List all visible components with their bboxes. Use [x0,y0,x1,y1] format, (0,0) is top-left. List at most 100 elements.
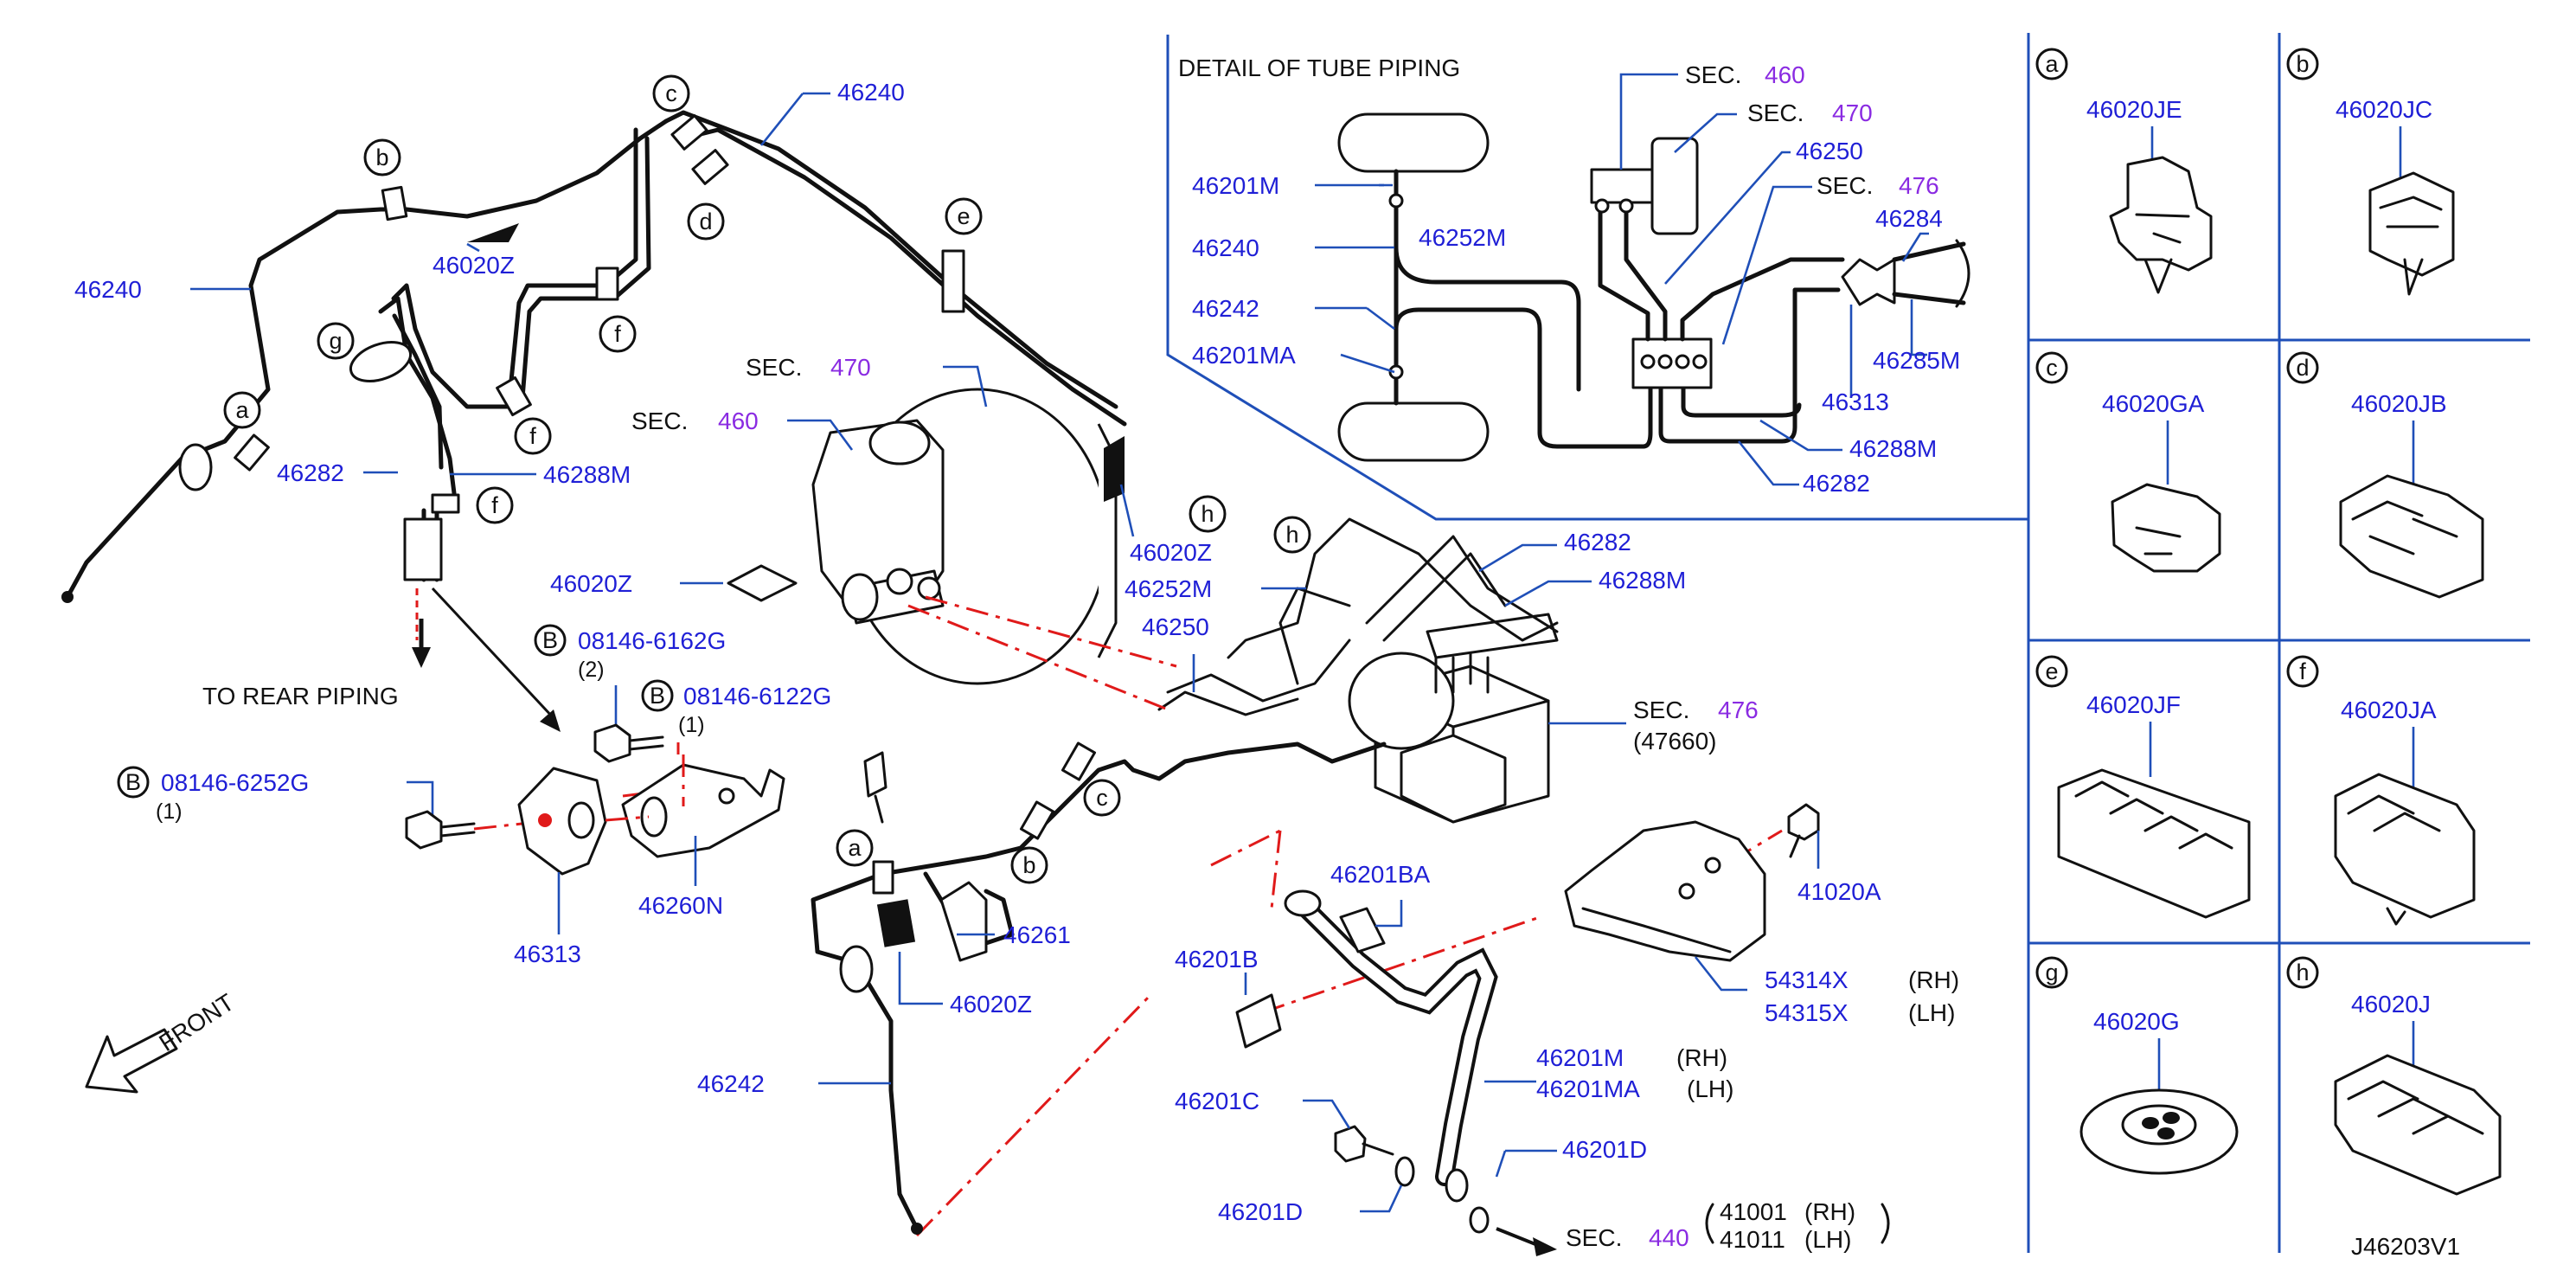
svg-text:46288M: 46288M [1849,435,1937,462]
svg-text:46020JB: 46020JB [2351,390,2447,417]
svg-text:46201BA: 46201BA [1330,861,1431,888]
svg-text:46201M: 46201M [1536,1044,1624,1071]
front-brake-hose: 46201BA 46201B 46201C 46201D 46201D 4620… [1175,861,1890,1256]
clip-46201B-icon [1235,993,1282,1049]
clip-table: a 46020JE b 46020JC c 46020GA d [2035,48,2502,1260]
svg-text:46252M: 46252M [1125,575,1212,602]
svg-text:46252M: 46252M [1419,224,1506,251]
svg-text:46240: 46240 [1192,234,1259,261]
svg-text:SEC.: SEC. [1817,172,1873,199]
svg-text:c: c [665,80,677,106]
clip-46201BA-icon [1339,907,1386,953]
svg-text:d: d [699,209,712,234]
clip-cell-b: b 46020JC [2286,48,2455,296]
detail-title: DETAIL OF TUBE PIPING [1178,55,1460,81]
bolt-41020A-icon [1787,803,1820,841]
svg-text:54314X: 54314X [1765,966,1849,993]
svg-text:46242: 46242 [697,1070,765,1097]
svg-text:(1): (1) [678,713,705,737]
clip-cell-h: h 46020J [2286,956,2502,1196]
svg-text:(LH): (LH) [1687,1075,1733,1102]
detail-frame [1166,33,2530,1253]
svg-text:46285M: 46285M [1873,347,1960,374]
svg-text:41011: 41011 [1720,1226,1785,1253]
svg-text:g: g [2045,960,2058,985]
diagram-id: J46203V1 [2351,1233,2460,1260]
svg-text:SEC.: SEC. [1747,100,1804,126]
clip-f1-main [595,266,619,301]
svg-text:46250: 46250 [1796,138,1863,164]
svg-text:a: a [2045,51,2059,77]
svg-text:46242: 46242 [1192,295,1259,322]
svg-text:46020JA: 46020JA [2341,697,2437,723]
svg-text:46201MA: 46201MA [1536,1075,1640,1102]
svg-text:SEC.: SEC. [746,354,802,381]
svg-text:46313: 46313 [514,941,581,967]
svg-text:h: h [1285,522,1298,548]
clip-cell-d: d 46020JB [2286,351,2484,599]
bolt-08146-6162G-icon [593,723,631,763]
clip-f2-main [496,376,532,417]
svg-text:FRONT: FRONT [154,989,239,1057]
clip-a-main [234,433,270,472]
svg-text:TO REAR PIPING: TO REAR PIPING [202,683,399,709]
callouts-main: b c d e f f f g a h h [223,74,1311,554]
svg-text:B: B [542,627,558,653]
svg-text:(LH): (LH) [1908,999,1955,1026]
clip-d-main [691,149,729,185]
clip-cell-f: f 46020JA [2286,655,2476,926]
svg-text:46282: 46282 [1803,470,1870,497]
clip-46020J-icon [2334,1054,2502,1196]
svg-text:(1): (1) [156,799,183,824]
svg-text:46250: 46250 [1142,613,1209,640]
svg-text:46240: 46240 [837,79,905,106]
bolt-08146-6252G-icon [405,810,443,850]
junction-46260N [621,763,785,858]
grommet-a-lower [839,945,874,993]
svg-text:SEC.: SEC. [1566,1224,1622,1251]
svg-text:46288M: 46288M [1599,567,1686,594]
tube-piping-detail: DETAIL OF TUBE PIPING 46201M 46240 46252… [1178,55,1970,497]
svg-text:a: a [848,835,862,861]
svg-text:46201B: 46201B [1175,946,1259,973]
master-cylinder-reservoir-bottom [1337,401,1490,462]
svg-text:f: f [529,423,536,449]
main-piping: b c d e f f f g a h h 46240 46240 46020Z… [61,74,1311,709]
svg-text:46020JE: 46020JE [2086,96,2182,123]
lower-pipe: a b c 46261 46020Z 46242 [697,742,1387,1235]
svg-text:B: B [125,769,141,795]
svg-text:46020GA: 46020GA [2102,390,2205,417]
svg-text:h: h [2296,960,2309,985]
front-arrow: FRONT [85,989,239,1094]
pad-46020Z-top [467,223,519,242]
bolt-46201C-icon [1334,1125,1367,1163]
svg-text:46020JF: 46020JF [2086,691,2181,718]
svg-text:(47660): (47660) [1633,728,1717,754]
svg-text:46201D: 46201D [1562,1136,1647,1163]
svg-text:d: d [2296,355,2309,381]
svg-text:46260N: 46260N [638,892,723,919]
svg-text:b: b [1022,852,1035,878]
svg-text:460: 460 [1765,61,1805,88]
bolt-lower-icon [863,751,888,798]
svg-text:46288M: 46288M [543,461,631,488]
svg-text:h: h [1201,501,1214,527]
svg-text:46020Z: 46020Z [1130,539,1212,566]
clip-46020JF-icon [2057,768,2251,919]
clip-46020JC-icon [2368,171,2455,277]
svg-text:46284: 46284 [1875,205,1943,232]
svg-text:460: 460 [718,408,759,434]
svg-text:08146-6122G: 08146-6122G [683,683,831,709]
svg-text:54315X: 54315X [1765,999,1849,1026]
junction-block-area: B 08146-6162G (2) B 08146-6122G (1) B 08… [117,587,831,967]
svg-text:46282: 46282 [277,459,344,486]
clip-c-lower [1061,742,1097,781]
svg-text:b: b [375,144,388,170]
svg-text:46201D: 46201D [1218,1198,1303,1225]
svg-text:46020J: 46020J [2351,991,2431,1018]
brake-booster-connector [1590,168,1654,204]
svg-text:e: e [957,203,970,229]
rear-connector [403,517,443,581]
svg-text:f: f [2299,658,2306,684]
